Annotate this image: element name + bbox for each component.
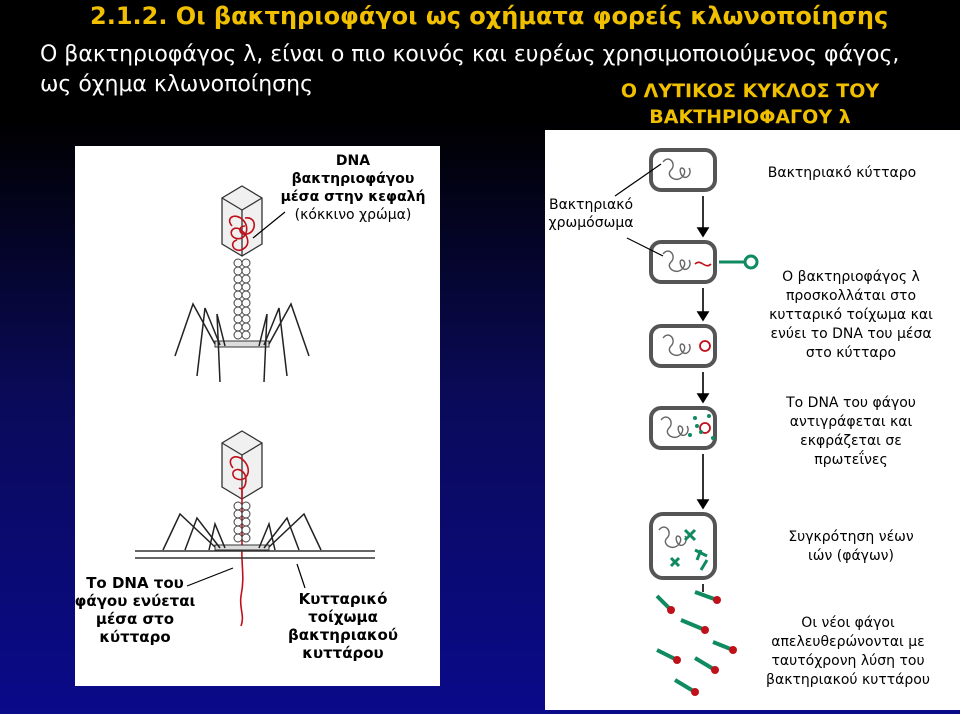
wall-label: Κυτταρικό τοίχωμα βακτηριακού κυττάρου bbox=[273, 590, 413, 662]
step-replicate-line3: εκφράζεται σε bbox=[800, 433, 902, 449]
injection-label-line4: κύτταρο bbox=[99, 628, 171, 646]
tail-fibers-lower bbox=[162, 512, 322, 551]
baseplate-upper bbox=[214, 340, 270, 348]
step-release-line3: ταυτόχρονη λύση του bbox=[771, 653, 925, 669]
slide-title: 2.1.2. Οι βακτηριοφάγοι ως οχήματα φορεί… bbox=[90, 2, 889, 30]
bacterial-cell-label: Βακτηριακό κύτταρο bbox=[767, 165, 917, 181]
step-release-line1: Οι νέοι φάγοι bbox=[801, 615, 895, 631]
step-release-line4: βακτηριακού κυττάρου bbox=[766, 672, 930, 688]
step-assembly-label: Συγκρότηση νέων ιών (φάγων) bbox=[751, 528, 951, 566]
new-phages bbox=[655, 590, 737, 696]
injection-label-arrow bbox=[186, 567, 234, 587]
tail-fibers-upper bbox=[174, 302, 310, 383]
intro-text: Ο βακτηριοφάγος λ, είναι ο πιο κοινός κα… bbox=[40, 42, 900, 97]
lytic-heading-line1: Ο ΛΥΤΙΚΟΣ ΚΥΚΛΟΣ ΤΟΥ bbox=[620, 80, 880, 102]
dna-label-line1: DNA bbox=[335, 153, 371, 169]
phage-illustration bbox=[135, 185, 375, 627]
wall-label-arrow bbox=[296, 563, 306, 589]
phage-dna-circle bbox=[699, 340, 711, 352]
step-attach-line4: ενύει το DNA του μέσα bbox=[770, 326, 932, 342]
dna-label-line3: μέσα στην κεφαλή bbox=[280, 189, 426, 205]
dna-label: DNA βακτηριοφάγου μέσα στην κεφαλή (κόκκ… bbox=[263, 152, 443, 224]
lytic-cycle-panel: Βακτηριακό χρωμόσωμα Βακτηριακό κύτταρο … bbox=[545, 130, 960, 710]
lytic-heading-line2: ΒΑΚΤΗΡΙΟΦΑΓΟΥ λ bbox=[649, 106, 851, 128]
step-attach-line1: Ο βακτηριοφάγος λ bbox=[782, 269, 920, 285]
step-attach-line2: προσκολλάται στο bbox=[785, 288, 917, 304]
cycle-arrows bbox=[696, 196, 710, 592]
injection-label: Το DNA του φάγου ενύεται μέσα στο κύτταρ… bbox=[70, 574, 200, 646]
wall-label-line4: κυττάρου bbox=[302, 644, 384, 662]
cell-wall bbox=[135, 550, 375, 559]
phage-dna-lower bbox=[229, 456, 250, 627]
injection-label-line3: μέσα στο bbox=[95, 610, 175, 628]
wall-label-line2: τοίχωμα bbox=[308, 608, 378, 626]
replicated-dna-dots bbox=[688, 414, 715, 440]
phage-proteins bbox=[669, 528, 709, 571]
injection-label-line1: Το DNA του bbox=[86, 574, 184, 592]
chromosome-label-line1: Βακτηριακό bbox=[548, 197, 634, 213]
phage-dna-upper bbox=[228, 215, 256, 252]
attaching-phage bbox=[694, 254, 759, 270]
wall-label-line3: βακτηριακού bbox=[288, 626, 398, 644]
phage-tail-upper bbox=[233, 258, 251, 340]
lytic-cycle-heading: Ο ΛΥΤΙΚΟΣ ΚΥΚΛΟΣ ΤΟΥ ΒΑΚΤΗΡΙΟΦΑΓΟΥ λ bbox=[560, 78, 940, 130]
step-assembly-line2: ιών (φάγων) bbox=[808, 548, 894, 564]
phage-structure-panel: DNA βακτηριοφάγου μέσα στην κεφαλή (κόκκ… bbox=[75, 146, 440, 686]
chromosome-label: Βακτηριακό χρωμόσωμα bbox=[545, 196, 637, 232]
phage-dna-circle bbox=[699, 422, 711, 434]
step-attach-line3: κυτταρικό τοίχωμα και bbox=[769, 307, 933, 323]
bacterial-cells bbox=[649, 148, 717, 580]
dna-label-line2: βακτηριοφάγου bbox=[291, 171, 415, 187]
step-assembly-line1: Συγκρότηση νέων bbox=[788, 529, 914, 545]
chromosome-label-line2: χρωμόσωμα bbox=[548, 215, 634, 231]
step-release-line2: απελευθερώνονται με bbox=[771, 634, 925, 650]
injection-label-line2: φάγου ενύεται bbox=[74, 592, 196, 610]
dna-label-arrow bbox=[252, 211, 286, 239]
phage-head-upper bbox=[221, 185, 263, 257]
step-attach-line5: στο κύτταρο bbox=[805, 345, 897, 361]
lytic-cycle-illustration bbox=[614, 148, 759, 696]
baseplate-lower bbox=[214, 544, 270, 551]
step-replicate-line2: αντιγράφεται και bbox=[789, 414, 913, 430]
chromosome-arrows bbox=[614, 163, 664, 257]
dna-label-line4: (κόκκινο χρώμα) bbox=[294, 207, 412, 223]
wall-label-line1: Κυτταρικό bbox=[298, 590, 388, 608]
step-attach-label: Ο βακτηριοφάγος λ προσκολλάται στο κυττα… bbox=[743, 268, 959, 363]
chromosomes bbox=[658, 158, 691, 548]
step-release-label: Οι νέοι φάγοι απελευθερώνονται με ταυτόχ… bbox=[737, 614, 959, 690]
step-replicate-line1: Το DNA του φάγου bbox=[786, 395, 916, 411]
step-replicate-label: Το DNA του φάγου αντιγράφεται και εκφράζ… bbox=[751, 394, 951, 470]
step-replicate-line4: πρωτεΐνες bbox=[814, 452, 888, 468]
phage-tail-lower bbox=[233, 501, 251, 543]
